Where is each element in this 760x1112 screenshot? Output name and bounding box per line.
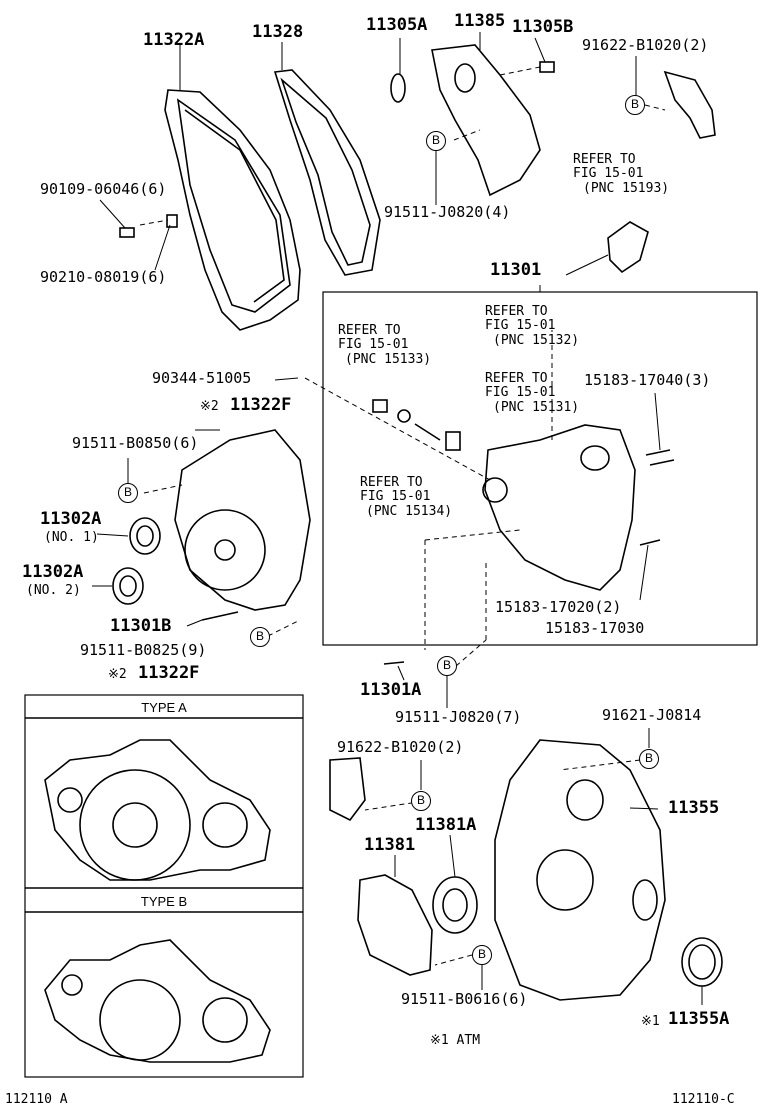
ref-15131-line1: REFER TO — [485, 371, 548, 386]
ref-15133-line3: (PNC 15133) — [345, 352, 432, 367]
label-91622-bottom: 91622-B1020(2) — [337, 738, 464, 756]
label-91511-b0825: 91511-B0825(9) — [80, 641, 207, 659]
label-11328: 11328 — [252, 22, 304, 42]
ref-15193-line2: FIG 15-01 — [573, 166, 644, 181]
ref-15134-line2: FIG 15-01 — [360, 489, 431, 504]
badge-b: B — [250, 627, 270, 647]
label-91511-j0820-7: 91511-J0820(7) — [395, 708, 522, 726]
label-15183-17020: 15183-17020(2) — [495, 598, 622, 616]
badge-b: B — [625, 95, 645, 115]
label-91622-top: 91622-B1020(2) — [582, 36, 709, 54]
gasket-11328 — [273, 69, 381, 276]
ref-15134-line1: REFER TO — [360, 475, 423, 490]
atm-note: ※1 ATM — [430, 1033, 481, 1048]
ref-15132-line3: (PNC 15132) — [493, 333, 580, 348]
retainer-11381 — [357, 874, 433, 976]
label-11301B: 11301B — [110, 616, 172, 636]
label-11355: 11355 — [668, 798, 720, 818]
seal-11302a-no1 — [129, 517, 161, 555]
washer-90210 — [166, 214, 178, 228]
label-91511-b0850: 91511-B0850(6) — [72, 434, 199, 452]
badge-b: B — [118, 483, 138, 503]
label-no1: (NO. 1) — [44, 530, 99, 545]
leader-lines — [92, 32, 703, 1005]
label-11305B: 11305B — [512, 17, 574, 37]
plug-11305a — [390, 73, 406, 103]
footer-left: 112110 A — [5, 1092, 68, 1107]
badge-b: B — [411, 791, 431, 811]
ref-15131-line2: FIG 15-01 — [485, 385, 556, 400]
end-plate-11355 — [494, 739, 666, 1001]
type-b-drawing — [44, 939, 271, 1063]
ref-15132-line1: REFER TO — [485, 304, 548, 319]
label-11302A-no2: 11302A — [22, 562, 84, 582]
seal-11381a — [432, 876, 478, 934]
bolt-90109 — [119, 227, 135, 238]
label-11302A-no1: 11302A — [40, 509, 102, 529]
badge-b: B — [437, 656, 457, 676]
type-a-drawing — [44, 739, 271, 881]
label-11305A: 11305A — [366, 15, 428, 35]
bracket-91622 — [663, 70, 716, 139]
label-91511-j0820-4: 91511-J0820(4) — [384, 203, 511, 221]
label-11322F: 11322F — [230, 395, 292, 415]
type-box — [24, 694, 304, 1078]
ref-15132-line2: FIG 15-01 — [485, 318, 556, 333]
mark-1: ※1 — [641, 1014, 660, 1029]
bracket-lower — [329, 757, 366, 822]
timing-cover-11322a — [164, 89, 301, 331]
label-90210: 90210-08019(6) — [40, 268, 167, 286]
label-90109: 90109-06046(6) — [40, 180, 167, 198]
label-no2: (NO. 2) — [26, 583, 81, 598]
seal-11302a-no2 — [112, 567, 144, 605]
plug-11305b — [539, 61, 555, 73]
label-11355A: 11355A — [668, 1009, 730, 1029]
ref-15133-line1: REFER TO — [338, 323, 401, 338]
label-11322F-bottom: 11322F — [138, 663, 200, 683]
label-91621-j0814: 91621-J0814 — [602, 706, 702, 724]
label-11381A: 11381A — [415, 815, 477, 835]
badge-b: B — [472, 945, 492, 965]
label-11301A: 11301A — [360, 680, 422, 700]
cover-11385 — [431, 44, 541, 197]
footer-right: 112110-C — [672, 1092, 735, 1107]
label-11301: 11301 — [490, 260, 542, 280]
ref-15193-line1: REFER TO — [573, 152, 636, 167]
ref-15131-line3: (PNC 15131) — [493, 400, 580, 415]
badge-b: B — [639, 749, 659, 769]
type-a-title: TYPE A — [141, 700, 187, 715]
label-11322A: 11322A — [143, 30, 205, 50]
ref-15193-line3: (PNC 15193) — [583, 181, 670, 196]
gasket-ring — [607, 221, 649, 274]
mark-2-bottom: ※2 — [108, 667, 127, 682]
housing-11301 — [484, 424, 636, 591]
label-11385: 11385 — [454, 11, 506, 31]
label-11381: 11381 — [364, 835, 416, 855]
label-15183-17040: 15183-17040(3) — [584, 371, 711, 389]
type-b-title: TYPE B — [140, 894, 188, 909]
ref-15133-line2: FIG 15-01 — [338, 337, 409, 352]
label-90344: 90344-51005 — [152, 369, 252, 387]
cover-11322f — [174, 429, 311, 611]
badge-b: B — [426, 131, 446, 151]
label-91511-b0616: 91511-B0616(6) — [401, 990, 528, 1008]
mark-2: ※2 — [200, 399, 219, 414]
ref-15134-line3: (PNC 15134) — [366, 504, 453, 519]
label-15183-17030: 15183-17030 — [545, 619, 645, 637]
